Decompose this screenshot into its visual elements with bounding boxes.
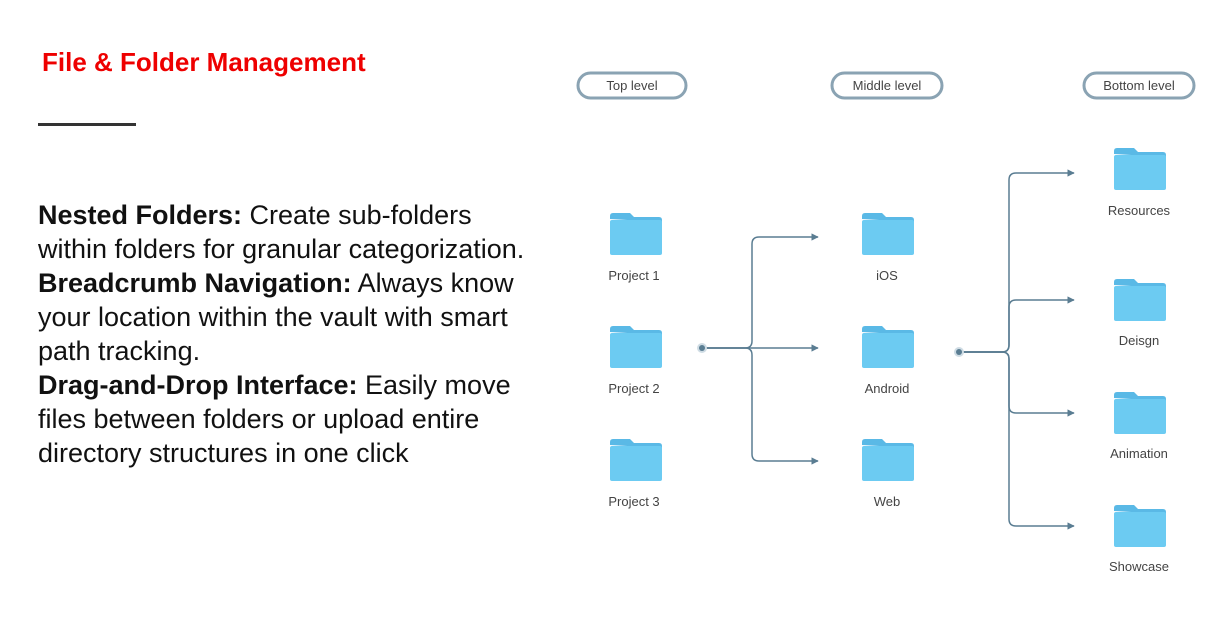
level-pill-top: Top level	[576, 71, 688, 100]
folder-icon	[610, 326, 662, 368]
feature-drag-and-drop: Drag-and-Drop Interface: Easily move fil…	[38, 368, 533, 470]
title-underline	[38, 123, 136, 126]
feature-text: Always know your location within the vau…	[38, 268, 514, 366]
feature-heading: Nested Folders:	[38, 200, 243, 230]
connector-top-to-middle	[703, 233, 819, 465]
folder-icon	[610, 439, 662, 481]
folder-hierarchy-diagram: Top level Middle level Bottom level Proj…	[576, 71, 1196, 574]
folder-label: Deisgn	[1119, 333, 1159, 348]
folder-icon	[1114, 392, 1166, 434]
level-label: Bottom level	[1103, 78, 1175, 93]
page-title: File & Folder Management	[42, 47, 366, 77]
feature-heading: Drag-and-Drop Interface:	[38, 370, 358, 400]
feature-list: Nested Folders: Create sub-folders withi…	[38, 198, 533, 470]
level-label: Middle level	[853, 78, 922, 93]
folder-ios: iOS	[862, 213, 914, 283]
folder-label: iOS	[876, 268, 898, 283]
connector-middle-to-bottom	[960, 169, 1075, 530]
folder-icon	[1114, 148, 1166, 190]
folder-web: Web	[862, 439, 914, 509]
folder-project-2: Project 2	[608, 326, 662, 396]
folder-icon	[862, 326, 914, 368]
folder-label: Project 2	[608, 381, 659, 396]
level-pill-bottom: Bottom level	[1082, 71, 1196, 100]
folder-project-1: Project 1	[608, 213, 662, 283]
folder-icon	[610, 213, 662, 255]
feature-breadcrumb-navigation: Breadcrumb Navigation: Always know your …	[38, 266, 533, 368]
feature-nested-folders: Nested Folders: Create sub-folders withi…	[38, 198, 533, 266]
folder-label: Resources	[1108, 203, 1171, 218]
folder-label: Animation	[1110, 446, 1168, 461]
folder-icon	[862, 213, 914, 255]
folder-project-3: Project 3	[608, 439, 662, 509]
folder-deisgn: Deisgn	[1114, 279, 1166, 348]
folder-icon	[1114, 505, 1166, 547]
folder-animation: Animation	[1110, 392, 1168, 461]
level-label: Top level	[606, 78, 657, 93]
feature-text: Easily move files between folders or upl…	[38, 370, 511, 468]
junction-dot	[697, 343, 707, 353]
folder-label: Web	[874, 494, 901, 509]
folder-resources: Resources	[1108, 148, 1171, 218]
folder-android: Android	[862, 326, 914, 396]
folder-label: Showcase	[1109, 559, 1169, 574]
folder-icon	[1114, 279, 1166, 321]
junction-dot	[954, 347, 964, 357]
level-pill-middle: Middle level	[830, 71, 944, 100]
feature-heading: Breadcrumb Navigation:	[38, 268, 352, 298]
folder-label: Android	[865, 381, 910, 396]
feature-text: Create sub-folders within folders for gr…	[38, 200, 525, 264]
folder-icon	[862, 439, 914, 481]
folder-label: Project 1	[608, 268, 659, 283]
folder-showcase: Showcase	[1109, 505, 1169, 574]
folder-label: Project 3	[608, 494, 659, 509]
